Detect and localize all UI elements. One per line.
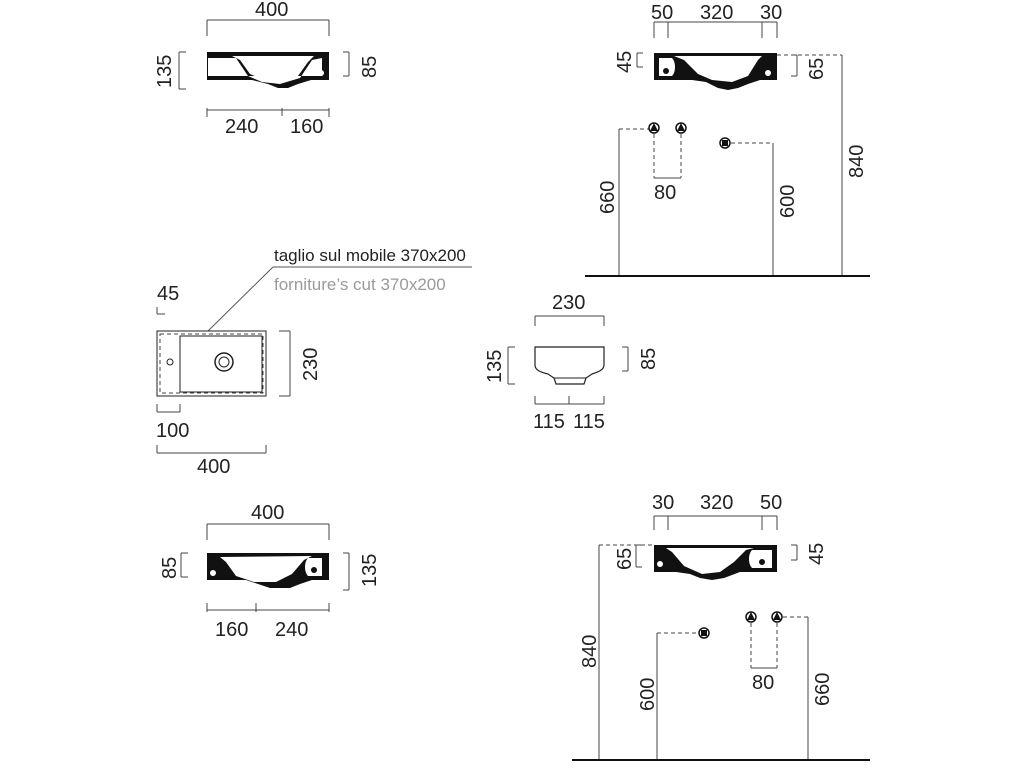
dim-e-left: 160 — [215, 619, 248, 641]
dim-f-right: 50 — [760, 492, 782, 514]
view-plan-top: taglio sul mobile 370x200 forniture’s cu… — [156, 246, 472, 478]
cut-label-italian: taglio sul mobile 370x200 — [274, 246, 466, 265]
dim-f-middle: 320 — [700, 492, 733, 514]
dim-f-80: 80 — [752, 672, 774, 694]
dim-d-right: 115 — [573, 411, 605, 433]
dim-d-230: 230 — [552, 292, 585, 314]
dim-c-400: 400 — [197, 456, 230, 478]
dim-d-85: 85 — [638, 348, 660, 370]
dim-f-600: 600 — [637, 678, 659, 711]
dim-c-45: 45 — [157, 283, 179, 305]
water-inlet-icon — [675, 122, 687, 134]
view-side: 230 135 85 115 115 — [484, 292, 660, 433]
cut-label-english: forniture’s cut 370x200 — [274, 275, 446, 294]
water-inlet-icon — [771, 611, 783, 623]
view-elevation-right: 50 320 30 45 65 840 660 80 — [585, 2, 870, 277]
dim-a-height-135: 135 — [154, 55, 176, 88]
dim-e-width: 400 — [251, 502, 284, 524]
dim-a-left: 240 — [225, 116, 258, 138]
dim-b-80: 80 — [654, 182, 676, 204]
water-inlet-icon — [648, 122, 660, 134]
dim-e-135: 135 — [359, 554, 381, 587]
dim-e-85: 85 — [159, 557, 181, 579]
dim-f-left: 30 — [652, 492, 674, 514]
dim-b-840: 840 — [846, 145, 868, 178]
dim-a-height-85: 85 — [359, 56, 381, 78]
dim-a-width: 400 — [255, 0, 288, 21]
drain-icon — [719, 137, 731, 149]
view-front-right-drain: 400 85 135 160 240 — [159, 502, 381, 641]
water-inlet-icon — [745, 611, 757, 623]
dim-f-65: 65 — [614, 548, 636, 570]
dim-f-45: 45 — [806, 543, 828, 565]
dim-a-right: 160 — [290, 116, 323, 138]
dim-b-65: 65 — [806, 58, 828, 80]
dim-b-middle: 320 — [700, 2, 733, 24]
dim-b-660: 660 — [597, 181, 619, 214]
dim-d-135: 135 — [484, 350, 506, 383]
view-elevation-left: 30 320 50 65 45 840 600 — [572, 492, 870, 761]
dim-f-660: 660 — [812, 673, 834, 706]
dim-e-right: 240 — [275, 619, 308, 641]
dim-c-230: 230 — [300, 348, 322, 381]
dim-b-45: 45 — [614, 51, 636, 73]
dim-b-600: 600 — [777, 185, 799, 218]
view-front-left-drain: 400 135 85 240 160 — [154, 0, 381, 138]
dim-b-left: 50 — [651, 2, 673, 24]
drain-icon — [698, 627, 710, 639]
dim-c-100: 100 — [156, 420, 189, 442]
dim-b-right: 30 — [760, 2, 782, 24]
dim-f-840: 840 — [579, 635, 601, 668]
dim-d-left: 115 — [533, 411, 565, 433]
